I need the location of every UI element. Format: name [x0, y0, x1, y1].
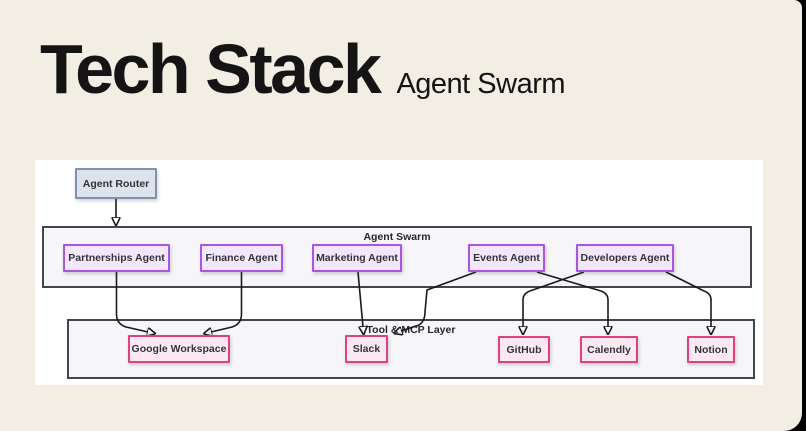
node-label: Developers Agent: [580, 252, 670, 264]
node-partnerships-agent[interactable]: Partnerships Agent: [63, 244, 170, 272]
node-notion[interactable]: Notion: [687, 336, 735, 363]
node-calendly[interactable]: Calendly: [580, 336, 638, 363]
node-label: Calendly: [587, 343, 631, 356]
node-events-agent[interactable]: Events Agent: [468, 244, 545, 272]
node-github[interactable]: GitHub: [498, 336, 550, 363]
node-label: Finance Agent: [205, 252, 278, 264]
node-marketing-agent[interactable]: Marketing Agent: [312, 244, 402, 272]
node-label: Partnerships Agent: [68, 252, 165, 264]
node-label: GitHub: [506, 343, 542, 356]
node-developers-agent[interactable]: Developers Agent: [576, 244, 674, 272]
node-label: Marketing Agent: [316, 252, 398, 264]
node-label: Notion: [694, 343, 728, 356]
node-label: Slack: [352, 343, 381, 355]
page-subtitle: Agent Swarm: [396, 68, 566, 100]
node-slack[interactable]: Slack: [345, 335, 388, 363]
node-label: Google Workspace: [131, 343, 227, 355]
node-agent-router[interactable]: Agent Router: [75, 168, 157, 199]
diagram-panel: Agent Router Agent Swarm Partnerships Ag…: [35, 160, 763, 385]
title-block: Tech Stack Agent Swarm: [40, 30, 566, 108]
node-google-workspace[interactable]: Google Workspace: [128, 335, 230, 363]
agent-swarm-container-label: Agent Swarm: [363, 231, 431, 243]
node-label: Events Agent: [473, 252, 540, 264]
page-title: Tech Stack: [40, 30, 382, 108]
node-label: Agent Router: [82, 177, 150, 190]
node-finance-agent[interactable]: Finance Agent: [200, 244, 283, 272]
